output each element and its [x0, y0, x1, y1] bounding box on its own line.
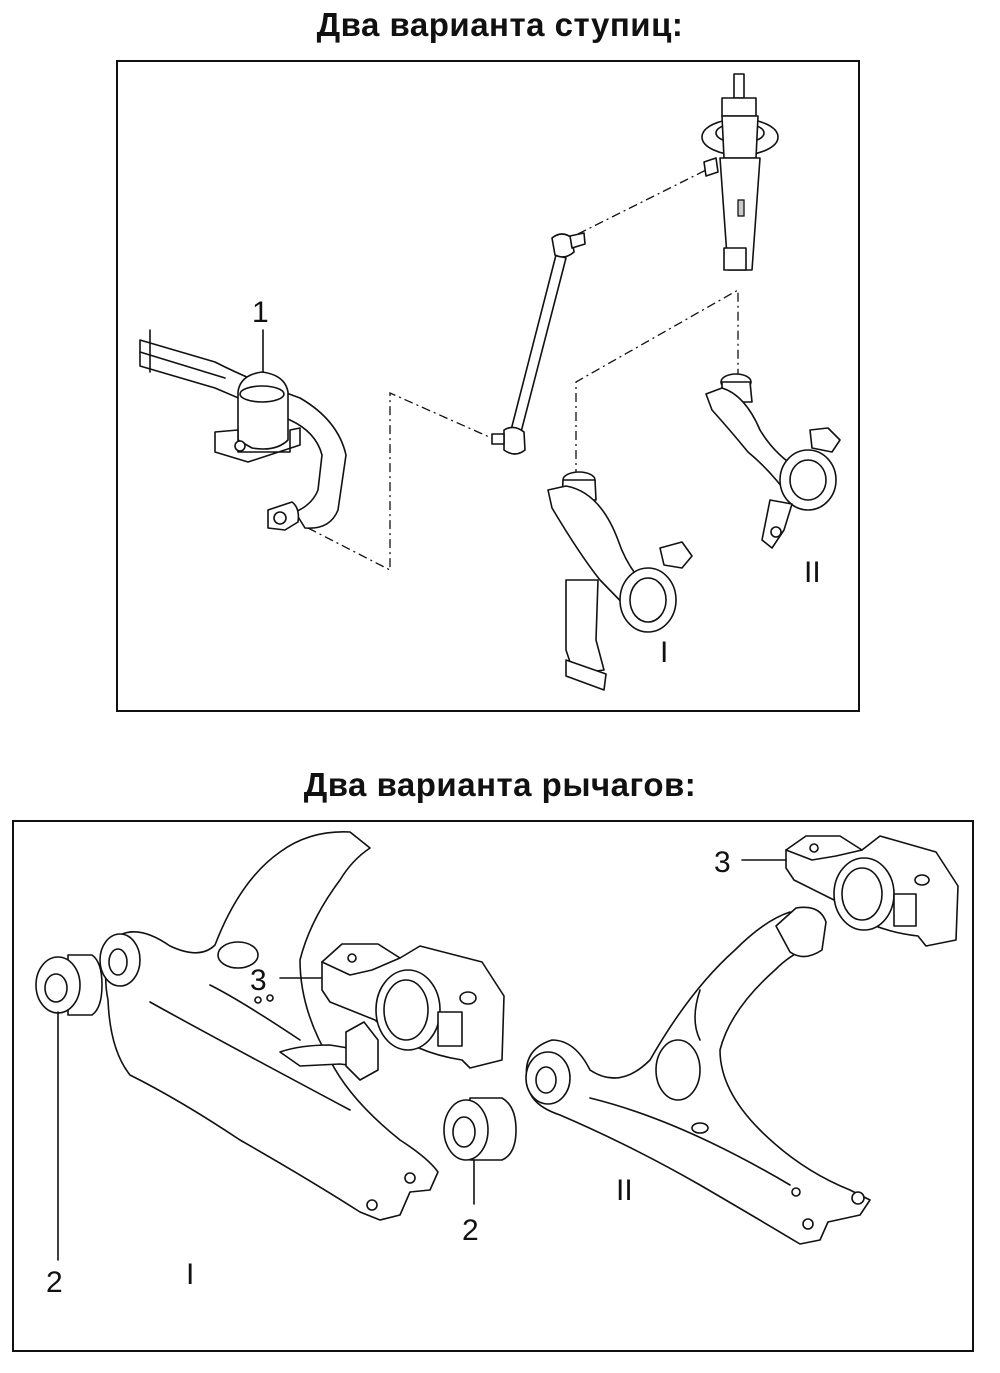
label-3-left: 3 [250, 964, 267, 997]
hub-variant-1 [547, 471, 693, 691]
hub-variant-2 [705, 373, 841, 549]
label-1: 1 [252, 296, 269, 329]
arms-title: Два варианта рычагов: [303, 766, 697, 803]
strut [701, 73, 779, 271]
rear-bushing-right [785, 835, 959, 947]
rear-bushing-left [321, 943, 505, 1081]
front-bushing-right [443, 1097, 517, 1161]
connection-dashline-1 [307, 392, 497, 572]
control-arm-variant-2 [525, 906, 871, 1245]
label-3-right: 3 [714, 846, 731, 879]
hubs-title: Два варианта ступиц: [316, 6, 684, 43]
label-arm-I: I [186, 1258, 194, 1291]
stabilizer-end [267, 501, 300, 531]
front-bushing-left [35, 954, 103, 1016]
stabilizer-bushing [214, 371, 301, 463]
label-hub-II: II [804, 556, 821, 589]
connection-dashline-2 [577, 167, 711, 235]
label-arm-II: II [616, 1174, 633, 1207]
stabilizer-link [491, 232, 586, 455]
label-2-left: 2 [46, 1266, 63, 1299]
label-hub-I: I [660, 636, 668, 669]
label-2-right: 2 [462, 1214, 479, 1247]
connection-dashline-3 [575, 288, 739, 478]
